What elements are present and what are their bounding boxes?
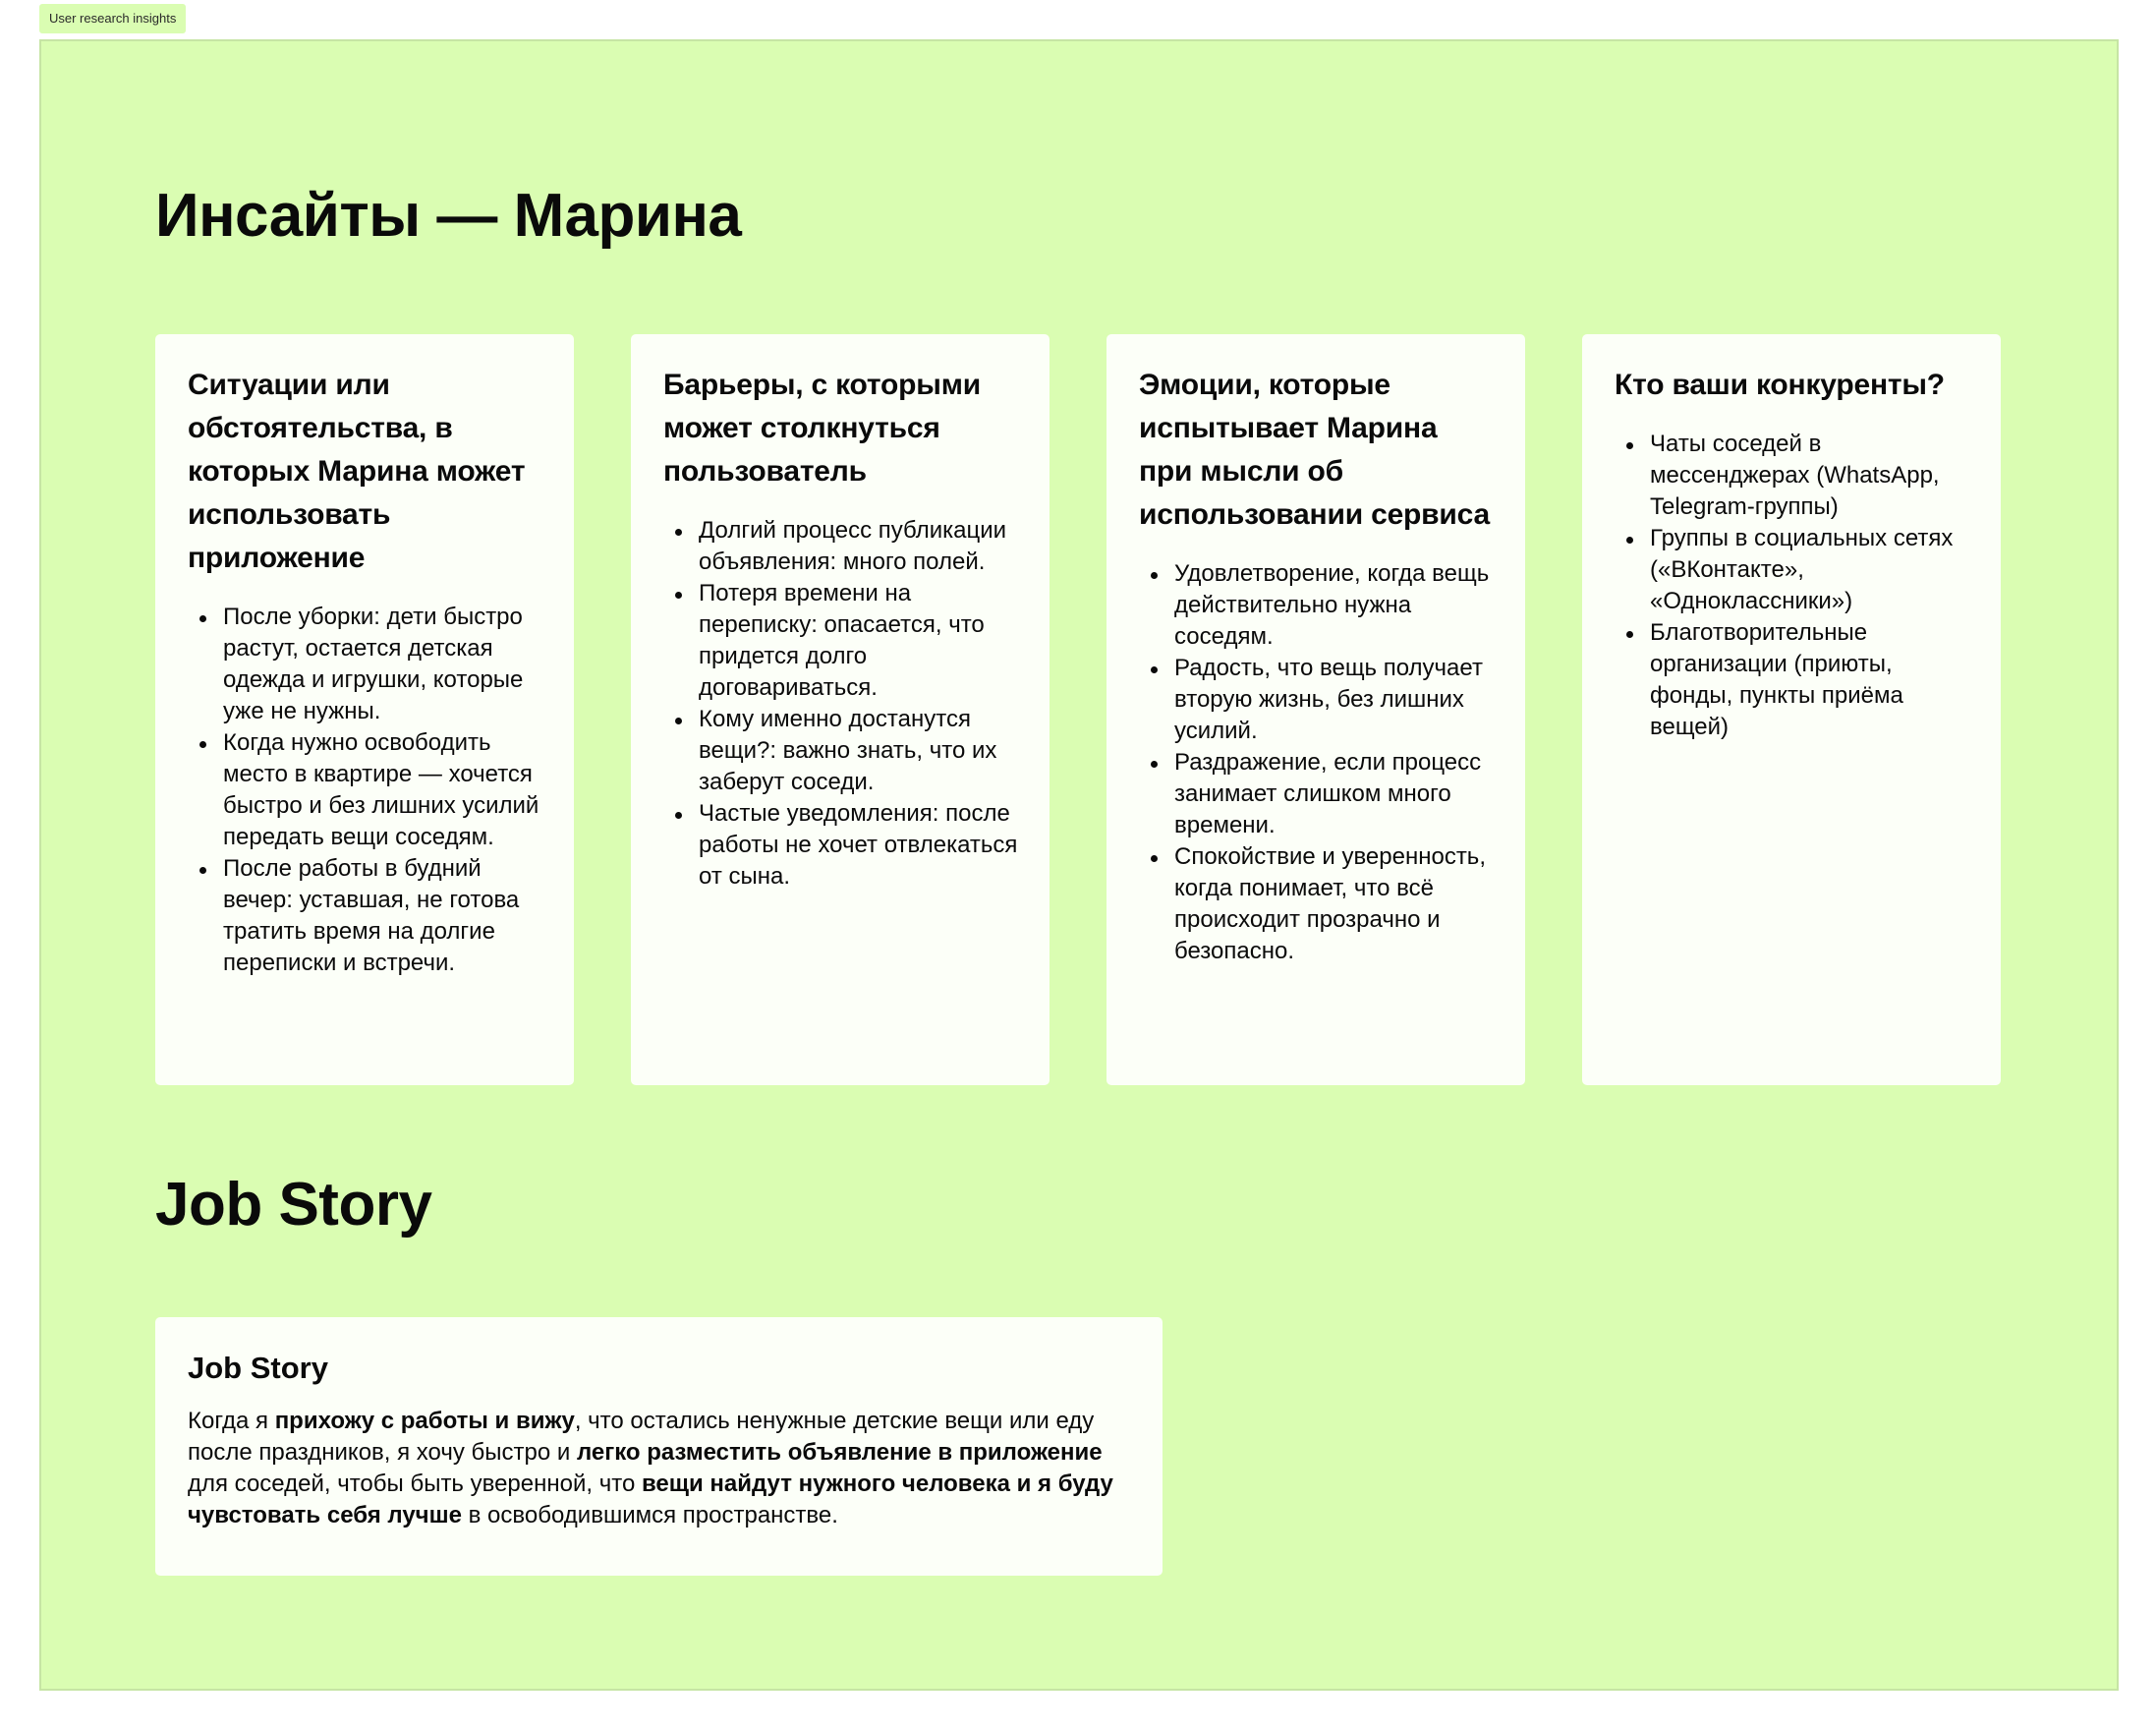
insight-card-barriers: Барьеры, с которыми может столкнуться по… <box>631 334 1050 1085</box>
list-item: Чаты соседей в мессенджерах (WhatsApp, T… <box>1626 429 1969 523</box>
list-item: Группы в социальных сетях («ВКонтакте», … <box>1626 523 1969 617</box>
job-story-section-title: Job Story <box>155 1171 432 1239</box>
list-item: Радость, что вещь получает вторую жизнь,… <box>1151 653 1494 747</box>
list-item: После работы в будний вечер: уставшая, н… <box>199 853 542 979</box>
insight-card-situations: Ситуации или обстоятельства, в которых М… <box>155 334 574 1085</box>
job-story-segment: в освободившимся пространстве. <box>461 1502 838 1528</box>
card-heading: Эмоции, которые испытывает Марина при мы… <box>1139 369 1491 531</box>
section-label[interactable]: User research insights <box>39 4 187 33</box>
card-list: Долгий процесс публикации объявления: мн… <box>663 515 1018 893</box>
job-story-segment: для соседей, чтобы быть уверенной, что <box>188 1470 642 1497</box>
list-item: Спокойствие и уверенность, когда понимае… <box>1151 841 1494 967</box>
list-item: Долгий процесс публикации объявления: мн… <box>675 515 1018 578</box>
page-title: Инсайты — Марина <box>155 182 742 250</box>
list-item: Потеря времени на переписку: опасается, … <box>675 578 1018 704</box>
job-story-emphasis: прихожу с работы и вижу <box>274 1408 575 1434</box>
insight-cards: Ситуации или обстоятельства, в которых М… <box>155 334 2001 1085</box>
card-list: Чаты соседей в мессенджерах (WhatsApp, T… <box>1615 429 1969 743</box>
card-heading: Ситуации или обстоятельства, в которых М… <box>188 369 526 574</box>
list-item: Частые уведомления: после работы не хоче… <box>675 798 1018 893</box>
list-item: Раздражение, если процесс занимает слишк… <box>1151 747 1494 841</box>
card-heading: Барьеры, с которыми может столкнуться по… <box>663 369 981 488</box>
job-story-card-title: Job Story <box>188 1351 328 1385</box>
insight-card-competitors: Кто ваши конкуренты? Чаты соседей в месс… <box>1582 334 2001 1085</box>
list-item: Благотворительные организации (приюты, ф… <box>1626 617 1969 743</box>
list-item: После уборки: дети быстро растут, остает… <box>199 602 542 727</box>
job-story-segment: , что остались ненужные детские вещи или… <box>188 1408 1095 1466</box>
list-item: Удовлетворение, когда вещь действительно… <box>1151 558 1494 653</box>
insight-card-emotions: Эмоции, которые испытывает Марина при мы… <box>1106 334 1525 1085</box>
card-list: После уборки: дети быстро растут, остает… <box>188 602 542 979</box>
job-story-card: Job Story Когда я прихожу с работы и виж… <box>155 1317 1163 1576</box>
job-story-segment: Когда я <box>188 1408 275 1434</box>
job-story-text: Когда я прихожу с работы и вижу, что ост… <box>188 1406 1131 1531</box>
job-story-emphasis: легко разместить объявление в приложение <box>576 1439 1103 1466</box>
list-item: Кому именно достанутся вещи?: важно знат… <box>675 704 1018 798</box>
card-list: Удовлетворение, когда вещь действительно… <box>1139 558 1494 967</box>
job-story-emphasis: вещи найдут нужного человека и я буду чу… <box>188 1470 1113 1528</box>
list-item: Когда нужно освободить место в квартире … <box>199 727 542 853</box>
card-heading: Кто ваши конкуренты? <box>1615 369 1945 401</box>
